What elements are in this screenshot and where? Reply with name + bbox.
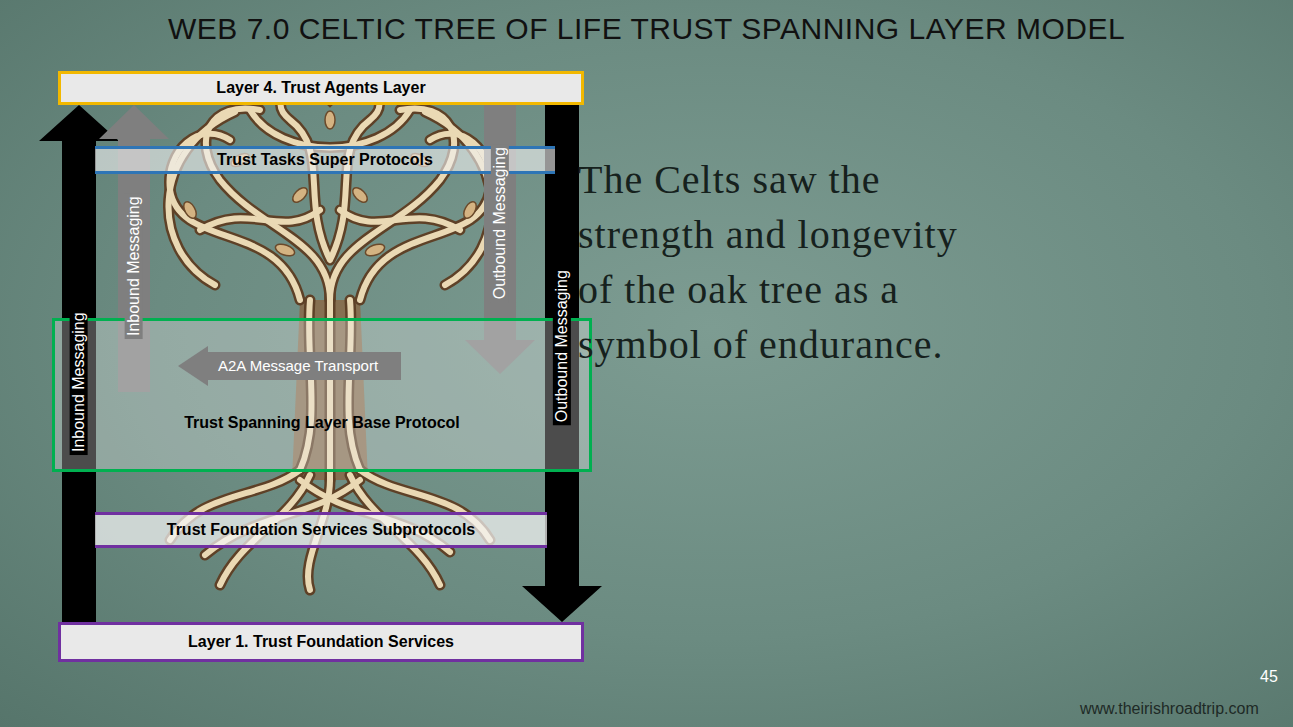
arrow-label: Outbound Messaging: [553, 267, 571, 425]
arrow-label: Inbound Messaging: [125, 193, 143, 339]
transport-arrow: A2A Message Transport: [178, 346, 401, 386]
protocol-band: Trust Tasks Super Protocols: [95, 146, 555, 174]
slide-title: WEB 7.0 CELTIC TREE OF LIFE TRUST SPANNI…: [168, 12, 1125, 46]
quote-text: The Celts saw the strength and longevity…: [578, 152, 1003, 372]
layer-box: Layer 1. Trust Foundation Services: [58, 622, 584, 662]
protocol-band: Trust Foundation Services Subprotocols: [95, 512, 547, 548]
node-label: Trust Tasks Super Protocols: [217, 150, 433, 169]
node-label: Trust Foundation Services Subprotocols: [167, 520, 475, 539]
transport-arrow-outline: [178, 346, 401, 386]
arrow-label: Inbound Messaging: [70, 309, 88, 455]
layer-box: Layer 4. Trust Agents Layer: [58, 71, 584, 105]
node-label: A2A Message Transport: [218, 357, 378, 375]
node-label: Layer 4. Trust Agents Layer: [216, 78, 425, 97]
node-label: Trust Spanning Layer Base Protocol: [184, 413, 460, 432]
page-number: 45: [1260, 668, 1278, 686]
node-label: Layer 1. Trust Foundation Services: [188, 632, 454, 651]
arrow-label: Outbound Messaging: [491, 144, 509, 302]
source-url: www.theirishroadtrip.com: [1080, 700, 1259, 718]
protocol-region: Trust Spanning Layer Base Protocol A2A Me…: [52, 318, 592, 472]
